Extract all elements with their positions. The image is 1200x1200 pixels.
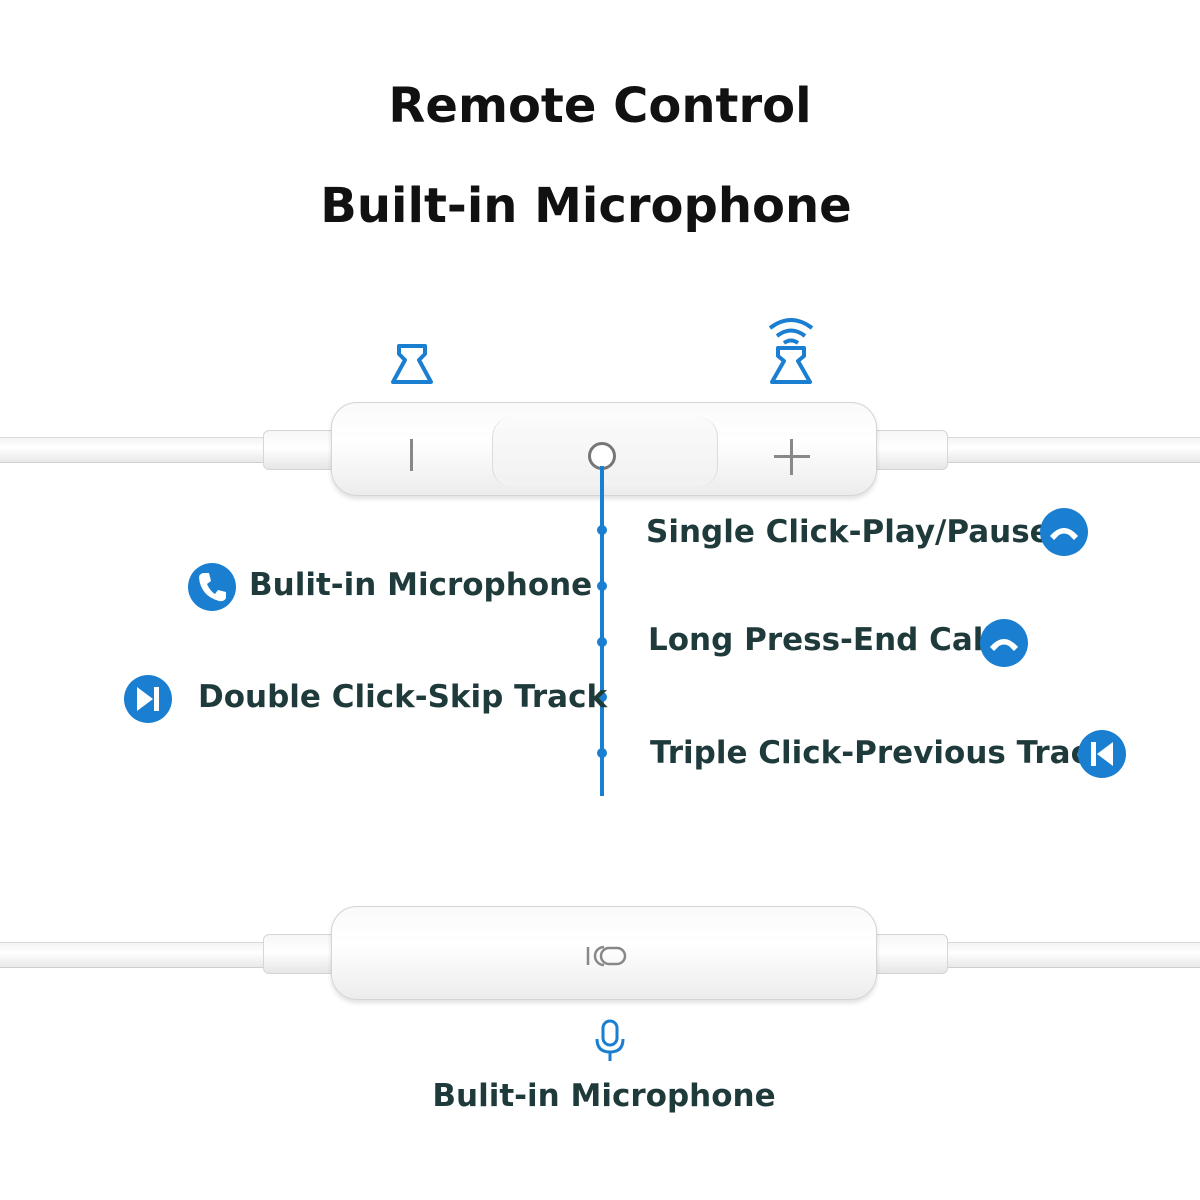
double-click-label: Double Click-Skip Track xyxy=(198,679,608,715)
connector-line xyxy=(600,466,604,796)
triple-click-label: Triple Click-Previous Track xyxy=(650,735,1110,771)
phone-handset-icon xyxy=(1040,508,1088,556)
connector-dot-3 xyxy=(597,637,607,647)
cable-left-bottom xyxy=(0,942,270,968)
mic-remote xyxy=(331,906,877,1000)
connector-dot-5 xyxy=(597,748,607,758)
long-press-label: Long Press-End Call xyxy=(648,622,995,658)
speaker-high-icon xyxy=(768,318,814,384)
cable-collar-right-bottom xyxy=(870,934,948,974)
page-title: Remote Control xyxy=(388,78,812,134)
remote-control xyxy=(331,402,877,496)
cable-right-top xyxy=(940,437,1200,463)
cable-collar-left-bottom xyxy=(263,934,341,974)
center-button-icon xyxy=(588,442,616,470)
skip-back-icon xyxy=(1078,730,1126,778)
minus-icon xyxy=(410,439,413,471)
page-subtitle: Built-in Microphone xyxy=(320,178,852,234)
cable-right-bottom xyxy=(940,942,1200,968)
single-click-label: Single Click-Play/Pause xyxy=(646,514,1051,550)
microphone-icon xyxy=(595,1019,625,1061)
connector-dot-4 xyxy=(597,692,607,702)
phone-icon xyxy=(188,563,236,611)
speaker-low-icon xyxy=(391,344,433,384)
cable-collar-right-top xyxy=(870,430,948,470)
volume-down-button[interactable] xyxy=(362,413,482,485)
bottom-mic-label: Bulit-in Microphone xyxy=(432,1078,776,1114)
mic-hole-icon xyxy=(586,945,627,967)
skip-forward-icon xyxy=(124,675,172,723)
connector-dot-2 xyxy=(597,581,607,591)
cable-collar-left-top xyxy=(263,430,341,470)
plus-icon-vertical xyxy=(790,439,793,475)
end-call-icon xyxy=(980,619,1028,667)
play-pause-button[interactable] xyxy=(542,413,662,485)
connector-dot-1 xyxy=(597,525,607,535)
cable-left-top xyxy=(0,437,270,463)
volume-up-button[interactable] xyxy=(732,413,852,485)
builtin-mic-label: Bulit-in Microphone xyxy=(249,567,593,603)
